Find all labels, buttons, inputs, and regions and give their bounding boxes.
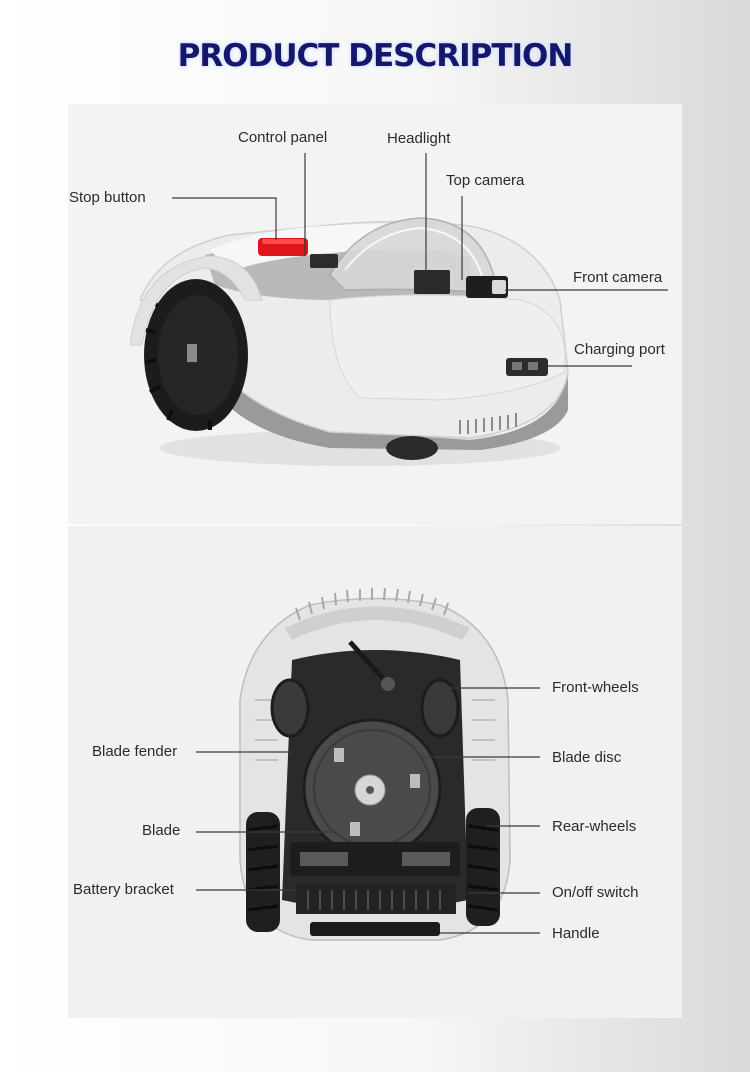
label-battery-bracket: Battery bracket [73,881,174,898]
label-charging-port: Charging port [574,341,665,358]
label-stop-button: Stop button [69,189,146,206]
bottom-view-leader-lines [196,687,540,934]
label-blade-disc: Blade disc [552,749,622,766]
label-top-camera: Top camera [446,172,525,189]
label-rear-wheels: Rear-wheels [552,818,637,835]
label-on-off-switch: On/off switch [552,884,639,901]
label-blade: Blade [142,822,181,839]
top-view-leader-lines [172,153,668,367]
label-handle: Handle [552,925,600,942]
label-front-wheels: Front-wheels [552,679,639,696]
mower-top-view [129,217,569,466]
mower-bottom-view [239,587,511,941]
label-control-panel: Control panel [238,129,328,146]
label-front-camera: Front camera [573,269,663,286]
page-title: PRODUCT DESCRIPTION [177,38,574,74]
label-blade-fender: Blade fender [92,743,178,760]
label-headlight: Headlight [387,130,451,147]
